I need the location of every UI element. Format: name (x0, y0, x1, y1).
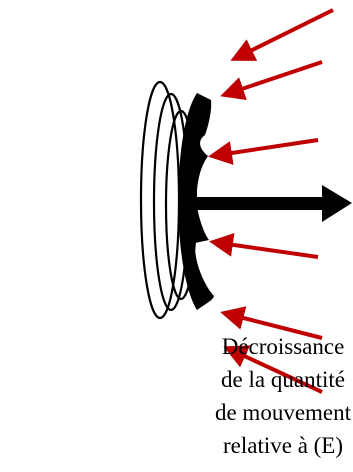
red-arrow-icon (220, 306, 323, 340)
caption-line-4: relative à (E) (222, 433, 344, 458)
red-arrow-icon (220, 60, 323, 100)
outgoing-arrow (194, 185, 352, 222)
red-arrow-icon (223, 345, 323, 394)
caption-line-1: Décroissance (221, 334, 345, 359)
red-arrow-icon (208, 138, 319, 165)
incoming-arrows (208, 8, 334, 394)
black-arrow-icon (322, 185, 352, 222)
caption-line-3: de mouvement (214, 400, 352, 425)
caption-line-2: de la quantité (221, 367, 345, 392)
caption: Décroissance de la quantité de mouvement… (208, 330, 353, 462)
red-arrow-icon (230, 8, 334, 61)
red-arrow-icon (209, 232, 319, 259)
